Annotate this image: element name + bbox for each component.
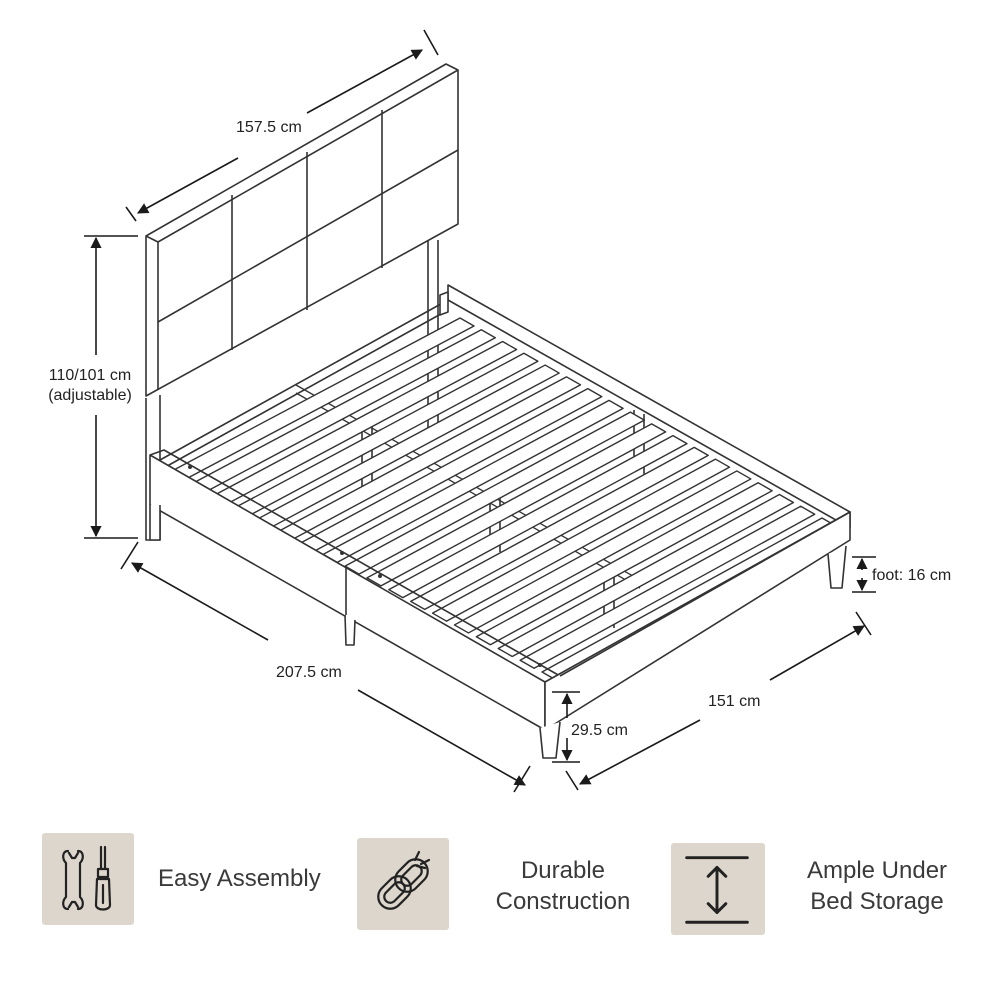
- wrench-screwdriver-icon: [42, 833, 134, 925]
- feature-line-bed-storage: Bed Storage: [810, 888, 944, 915]
- slats: [169, 317, 837, 681]
- dimension-bed-width: 151 cm: [708, 693, 761, 710]
- dimension-headboard-height: 110/101 cm (adjustable): [38, 366, 142, 406]
- bed-frame-diagram: [84, 29, 876, 793]
- headboard-panel: [145, 63, 459, 397]
- slat: [475, 482, 773, 646]
- dimension-foot-height: foot: 16 cm: [872, 567, 952, 584]
- dimension-bed-length: 207.5 cm: [276, 664, 342, 681]
- headboard-height-note: (adjustable): [48, 387, 132, 404]
- slat: [344, 411, 646, 575]
- chain-link-icon: [357, 838, 449, 930]
- headboard-height-value: 110/101 cm: [48, 367, 132, 384]
- feature-line-ample-under: Ample Under: [806, 857, 948, 884]
- slat: [388, 434, 688, 599]
- slat: [497, 493, 795, 658]
- dimension-frame-height: 29.5 cm: [571, 722, 628, 739]
- dimension-headboard-width: 157.5 cm: [236, 119, 302, 136]
- feature-label-durable-construction: Durable Construction: [484, 855, 642, 917]
- slat: [410, 446, 709, 611]
- slat: [519, 505, 816, 669]
- slat: [366, 423, 667, 587]
- feature-label-ample-under-bed-storage: Ample Under Bed Storage: [796, 855, 958, 917]
- feature-line-durable: Durable: [520, 857, 606, 884]
- slat: [453, 470, 752, 634]
- legs: [149, 505, 847, 759]
- feature-line-construction: Construction: [495, 888, 631, 915]
- feature-label-easy-assembly: Easy Assembly: [158, 865, 321, 892]
- slat: [431, 458, 731, 622]
- vertical-arrow-icon: [671, 843, 765, 935]
